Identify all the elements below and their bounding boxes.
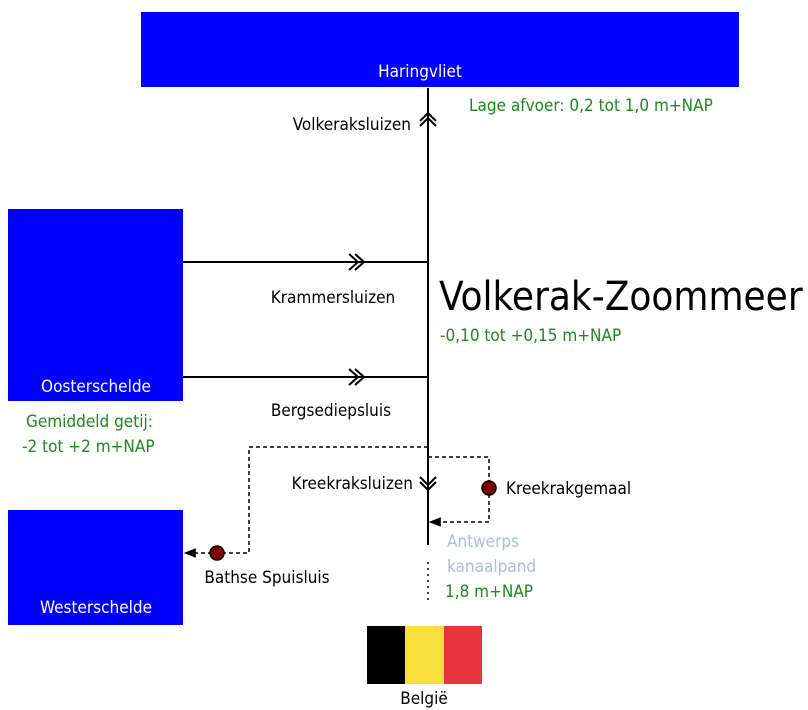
bathse-spuisluis-pump-icon bbox=[209, 545, 225, 561]
oosterschelde-label: Oosterschelde bbox=[41, 377, 151, 397]
bathse-spuisluis-label: Bathse Spuisluis bbox=[204, 568, 329, 588]
bergsediepsluis-lock-icon bbox=[348, 368, 366, 386]
krammersluizen-label: Krammersluizen bbox=[271, 288, 395, 308]
country-label: België bbox=[400, 689, 448, 709]
main-water-name: Volkerak-Zoommeer bbox=[439, 274, 803, 320]
antwerps-level: 1,8 m+NAP bbox=[445, 582, 533, 602]
volkeraksluizen-label: Volkeraksluizen bbox=[293, 115, 411, 135]
oosterschelde-level-line1: Gemiddeld getij: bbox=[26, 412, 153, 432]
krammersluizen-lock-icon bbox=[348, 253, 366, 271]
westerschelde-label: Westerschelde bbox=[40, 598, 152, 618]
bathse-spuisluis-route bbox=[183, 446, 428, 558]
haringvliet-label: Haringvliet bbox=[378, 62, 462, 82]
volkeraksluizen-lock-icon bbox=[419, 111, 437, 127]
kreekrakgemaal-route bbox=[428, 456, 490, 527]
kreekrakgemaal-pump-icon bbox=[481, 480, 497, 496]
haringvliet-block bbox=[141, 12, 739, 87]
haringvliet-level: Lage afvoer: 0,2 tot 1,0 m+NAP bbox=[469, 96, 713, 116]
antwerps-label-line2: kanaalpand bbox=[447, 557, 536, 577]
bergsediepsluis-label: Bergsediepsluis bbox=[271, 401, 391, 421]
kreekraksluizen-label: Kreekraksluizen bbox=[292, 474, 413, 494]
kreekraksluizen-lock-icon bbox=[419, 476, 437, 492]
main-water-level: -0,10 tot +0,15 m+NAP bbox=[440, 326, 621, 346]
antwerps-label-line1: Antwerps bbox=[447, 532, 519, 552]
kreekrakgemaal-label: Kreekrakgemaal bbox=[506, 479, 631, 499]
westerschelde-block bbox=[8, 510, 183, 625]
oosterschelde-block bbox=[8, 209, 183, 401]
oosterschelde-level-line2: -2 tot +2 m+NAP bbox=[22, 437, 155, 457]
belgian-flag-icon bbox=[367, 626, 482, 684]
